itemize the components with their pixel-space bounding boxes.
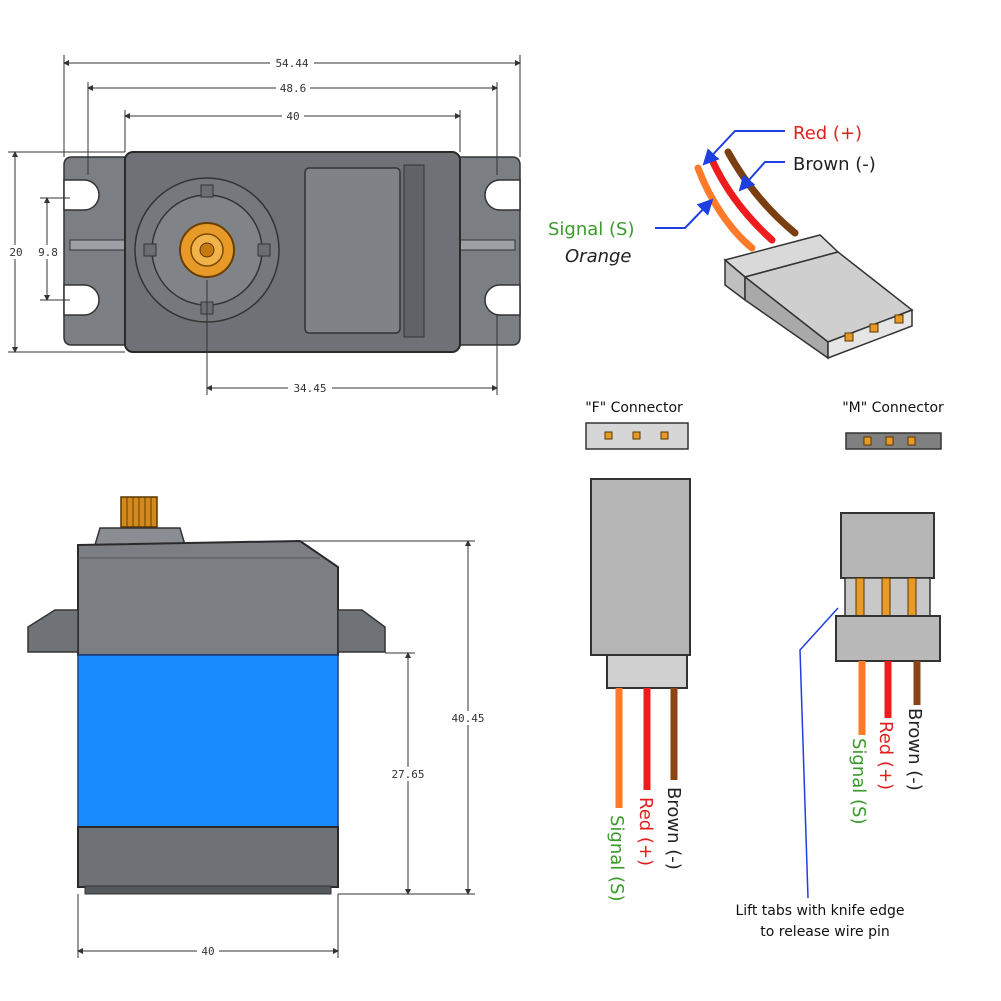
f-connector-title: "F" Connector — [585, 400, 683, 416]
brown-wire-pointer — [738, 161, 785, 192]
dim-side-body-width: 40 — [201, 945, 214, 958]
f-brown-label: Brown (-) — [663, 787, 684, 870]
dim-total-height: 40.45 — [451, 712, 484, 725]
lift-tab-note-line1: Lift tabs with knife edge — [735, 903, 904, 919]
dim-overall-height: 20 — [9, 246, 22, 259]
side-view: 40.45 27.65 40 — [27, 496, 486, 958]
dim-overall-width: 54.44 — [275, 57, 308, 70]
brown-wire-label: Brown (-) — [793, 154, 876, 175]
dim-hole-spacing: 48.6 — [280, 82, 307, 95]
m-brown-label: Brown (-) — [904, 708, 925, 791]
bottom-cover — [77, 826, 339, 888]
m-connector-title: "M" Connector — [842, 400, 944, 416]
m-red-label: Red (+) — [875, 721, 896, 790]
top-view: 54.44 48.6 40 20 9.8 34.45 — [6, 55, 521, 395]
mounting-holes — [63, 179, 521, 316]
f-connector: "F" Connector Signal (S) Red (+) Brown (… — [585, 400, 691, 901]
lift-tab-note-line2: to release wire pin — [760, 924, 890, 940]
wire-connector-illustration: Red (+) Brown (-) Signal (S) Orange — [548, 123, 914, 360]
case-blue-band — [77, 654, 339, 828]
signal-wire-label: Signal (S) — [548, 219, 634, 240]
red-wire-label: Red (+) — [793, 123, 862, 144]
dim-hole-pitch: 9.8 — [38, 246, 58, 259]
dim-case-height: 27.65 — [391, 768, 424, 781]
lift-tab-pointer — [799, 607, 839, 899]
red-wire-pointer — [702, 130, 785, 166]
f-red-label: Red (+) — [635, 797, 656, 866]
f-signal-label: Signal (S) — [606, 815, 627, 901]
signal-color-name: Orange — [565, 246, 632, 267]
m-connector: "M" Connector Signal (S) Red (+) Brown (… — [735, 400, 944, 940]
dim-shaft-offset: 34.45 — [293, 382, 326, 395]
dim-body-width: 40 — [286, 110, 299, 123]
m-signal-label: Signal (S) — [848, 738, 869, 824]
signal-wire-pointer — [655, 198, 714, 229]
